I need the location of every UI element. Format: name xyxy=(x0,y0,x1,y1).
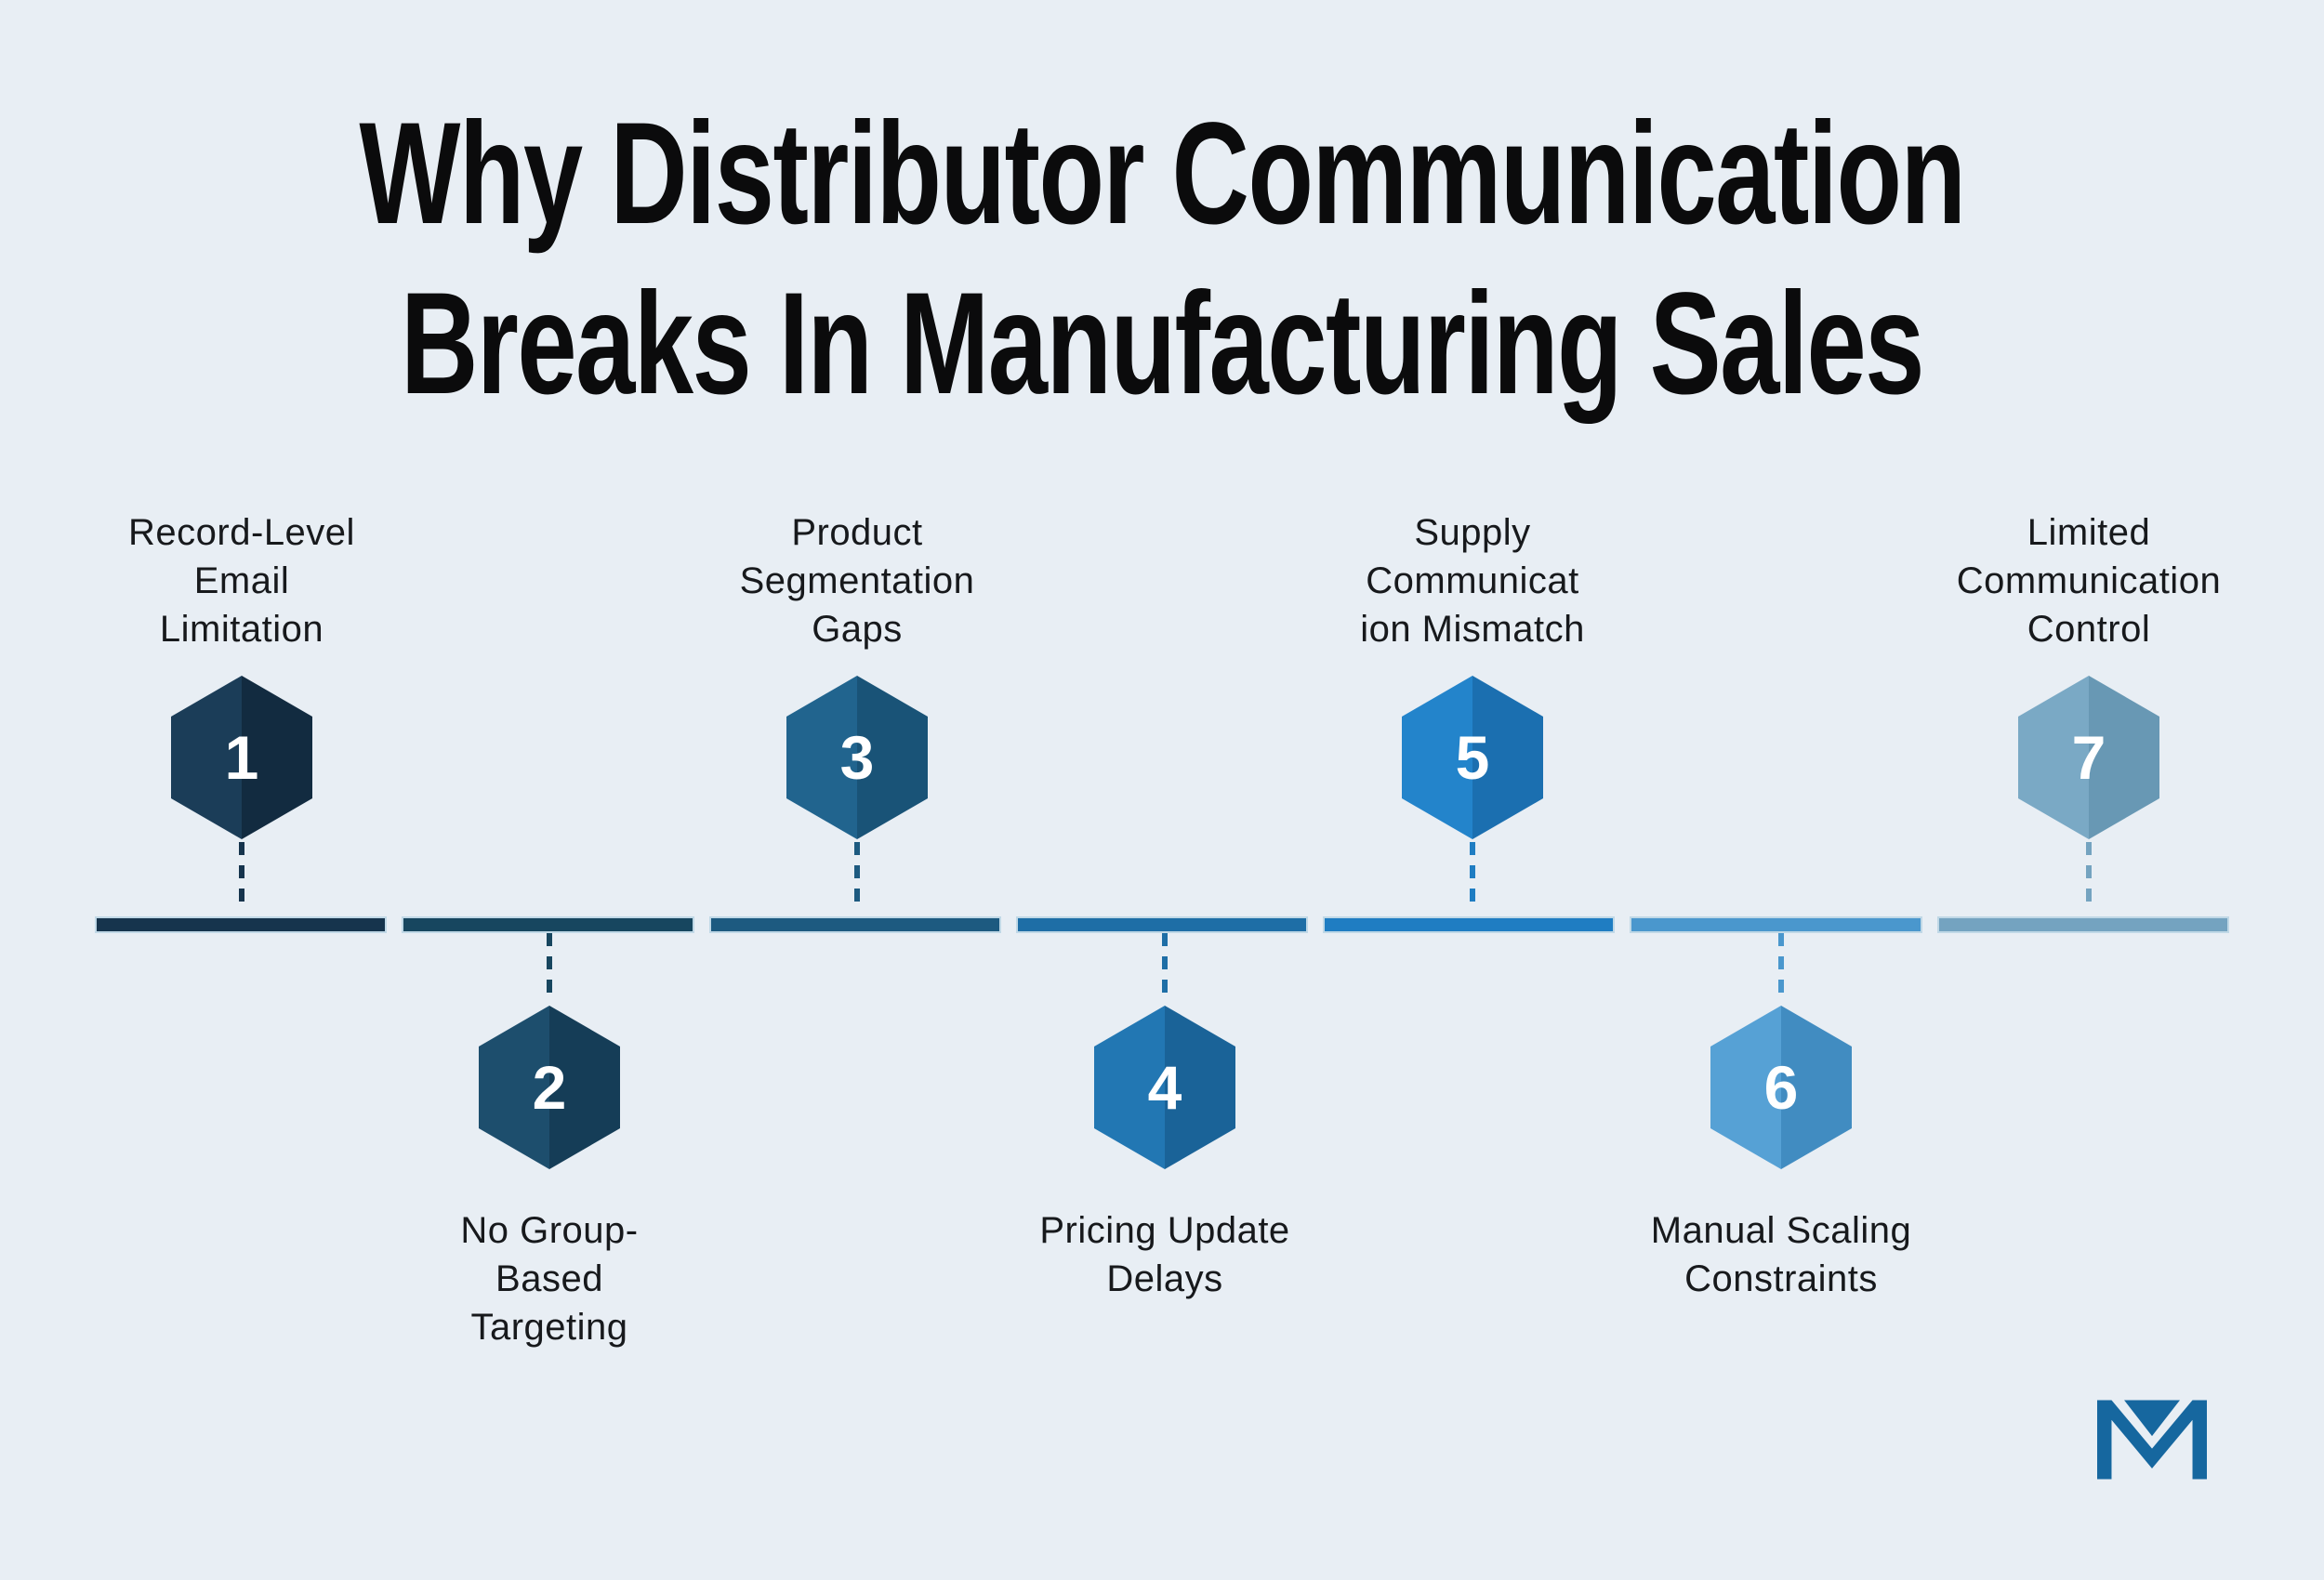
hexagon-right-facet xyxy=(1472,676,1543,839)
item-hexagon: 4 xyxy=(1094,1006,1235,1169)
hexagon-right-facet xyxy=(1165,1006,1235,1169)
envelope-m-logo-glyph xyxy=(2097,1400,2207,1480)
hexagon-left-facet xyxy=(1402,676,1472,839)
timeline-segment-4 xyxy=(1015,916,1309,933)
dashed-connector xyxy=(1162,933,1168,994)
hexagon-shape xyxy=(171,676,312,839)
item-label: Manual Scaling Constraints xyxy=(1650,1210,1912,1299)
timeline-item-5: Supply Communicat ion Mismatch 5 xyxy=(1314,0,1631,1580)
timeline-segment-1 xyxy=(94,916,388,933)
timeline-bar xyxy=(94,916,2229,933)
timeline-item-3: Product Segmentation Gaps 3 xyxy=(699,0,1015,1580)
item-number: 7 xyxy=(2071,723,2106,792)
hexagon-shape xyxy=(1094,1006,1235,1169)
hexagon-left-facet xyxy=(2018,676,2089,839)
timeline-item-1: Record-Level Email Limitation 1 xyxy=(84,0,400,1580)
item-label: Product Segmentation Gaps xyxy=(739,512,975,650)
hexagon-shape xyxy=(479,1006,620,1169)
hexagon-shape xyxy=(1710,1006,1852,1169)
hexagon-right-facet xyxy=(549,1006,620,1169)
item-number: 1 xyxy=(224,723,259,792)
logo-envelope-flap xyxy=(2124,1400,2180,1437)
hexagon-shape xyxy=(786,676,928,839)
item-label: No Group- Based Targeting xyxy=(460,1210,639,1348)
item-number: 3 xyxy=(839,723,875,792)
timeline-segment-2 xyxy=(402,916,694,933)
item-hexagon: 6 xyxy=(1710,1006,1852,1169)
item-label: Record-Level Email Limitation xyxy=(128,512,355,650)
envelope-m-logo xyxy=(2097,1399,2207,1481)
page-title: Why Distributor Communication Breaks In … xyxy=(359,93,1966,425)
item-hexagon: 2 xyxy=(479,1006,620,1169)
item-label: Limited Communication Control xyxy=(1956,512,2222,650)
timeline-segment-3 xyxy=(708,916,1001,933)
hexagon-left-facet xyxy=(786,676,857,839)
dashed-connector xyxy=(854,842,860,911)
item-hexagon: 7 xyxy=(2018,676,2159,839)
hexagon-right-facet xyxy=(857,676,928,839)
item-hexagon: 1 xyxy=(171,676,312,839)
hexagon-right-facet xyxy=(1781,1006,1852,1169)
dashed-connector xyxy=(239,842,244,911)
dashed-connector xyxy=(1470,842,1475,911)
item-hexagon: 3 xyxy=(786,676,928,839)
hexagon-left-facet xyxy=(1094,1006,1165,1169)
hexagon-shape xyxy=(1402,676,1543,839)
timeline-segment-7 xyxy=(1936,916,2229,933)
hexagon-right-facet xyxy=(2089,676,2159,839)
item-number: 6 xyxy=(1763,1053,1799,1122)
item-number: 4 xyxy=(1147,1053,1182,1122)
logo-m-shape xyxy=(2097,1400,2207,1480)
item-label: Supply Communicat ion Mismatch xyxy=(1360,512,1585,650)
hexagon-left-facet xyxy=(171,676,242,839)
timeline-item-6: 6 Manual Scaling Constraints xyxy=(1623,0,1939,1580)
item-number: 5 xyxy=(1455,723,1490,792)
item-label: Pricing Update Delays xyxy=(1039,1210,1290,1299)
timeline-item-7: Limited Communication Control 7 xyxy=(1931,0,2247,1580)
hexagon-left-facet xyxy=(1710,1006,1781,1169)
hexagon-shape xyxy=(2018,676,2159,839)
timeline-segment-6 xyxy=(1630,916,1922,933)
hexagon-right-facet xyxy=(242,676,312,839)
hexagon-left-facet xyxy=(479,1006,549,1169)
item-number: 2 xyxy=(532,1053,567,1122)
timeline-item-2: 2 No Group- Based Targeting xyxy=(391,0,707,1580)
item-hexagon: 5 xyxy=(1402,676,1543,839)
dashed-connector xyxy=(1778,933,1784,994)
dashed-connector xyxy=(547,933,552,994)
timeline-segment-5 xyxy=(1323,916,1616,933)
timeline-item-4: 4 Pricing Update Delays xyxy=(1007,0,1323,1580)
dashed-connector xyxy=(2086,842,2092,911)
